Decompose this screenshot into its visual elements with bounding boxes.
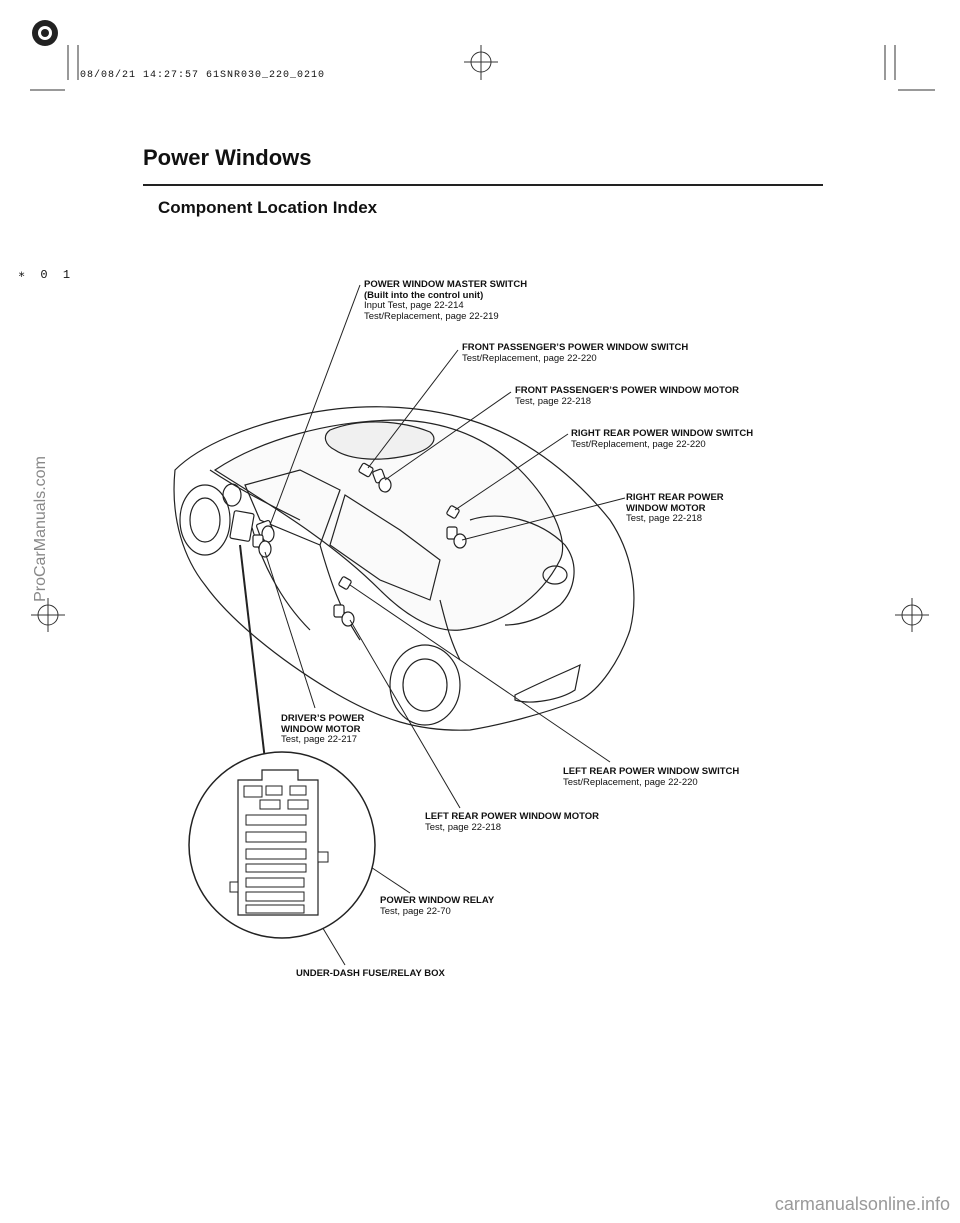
page-mark: ∗ 0 1 <box>18 268 75 282</box>
callout-front-passenger-motor: FRONT PASSENGER’S POWER WINDOW MOTOR Tes… <box>515 385 739 407</box>
page-title: Power Windows <box>143 145 312 170</box>
callout-left-rear-motor: LEFT REAR POWER WINDOW MOTOR Test, page … <box>425 811 599 833</box>
callout-left-rear-switch: LEFT REAR POWER WINDOW SWITCH Test/Repla… <box>563 766 740 788</box>
callout-right-rear-motor: RIGHT REAR POWER WINDOW MOTOR Test, page… <box>626 492 724 524</box>
callout-driver-motor: DRIVER’S POWER WINDOW MOTOR Test, page 2… <box>281 713 365 745</box>
callout-master-switch: POWER WINDOW MASTER SWITCH (Built into t… <box>364 279 528 322</box>
target-icon <box>32 20 58 46</box>
section-title: Component Location Index <box>158 198 378 217</box>
callout-relay: POWER WINDOW RELAY Test, page 22-70 <box>380 895 495 917</box>
watermark-bottom: carmanualsonline.info <box>774 1194 950 1214</box>
callout-right-rear-switch: RIGHT REAR POWER WINDOW SWITCH Test/Repl… <box>571 428 754 450</box>
callout-front-passenger-switch: FRONT PASSENGER’S POWER WINDOW SWITCH Te… <box>462 342 689 364</box>
callout-fuse-box: UNDER-DASH FUSE/RELAY BOX <box>296 968 445 979</box>
print-stamp: 08/08/21 14:27:57 61SNR030_220_0210 <box>80 70 326 81</box>
fuse-box-detail <box>188 751 376 939</box>
watermark-left: ProCarManuals.com <box>31 456 49 602</box>
title-rule <box>143 184 823 186</box>
